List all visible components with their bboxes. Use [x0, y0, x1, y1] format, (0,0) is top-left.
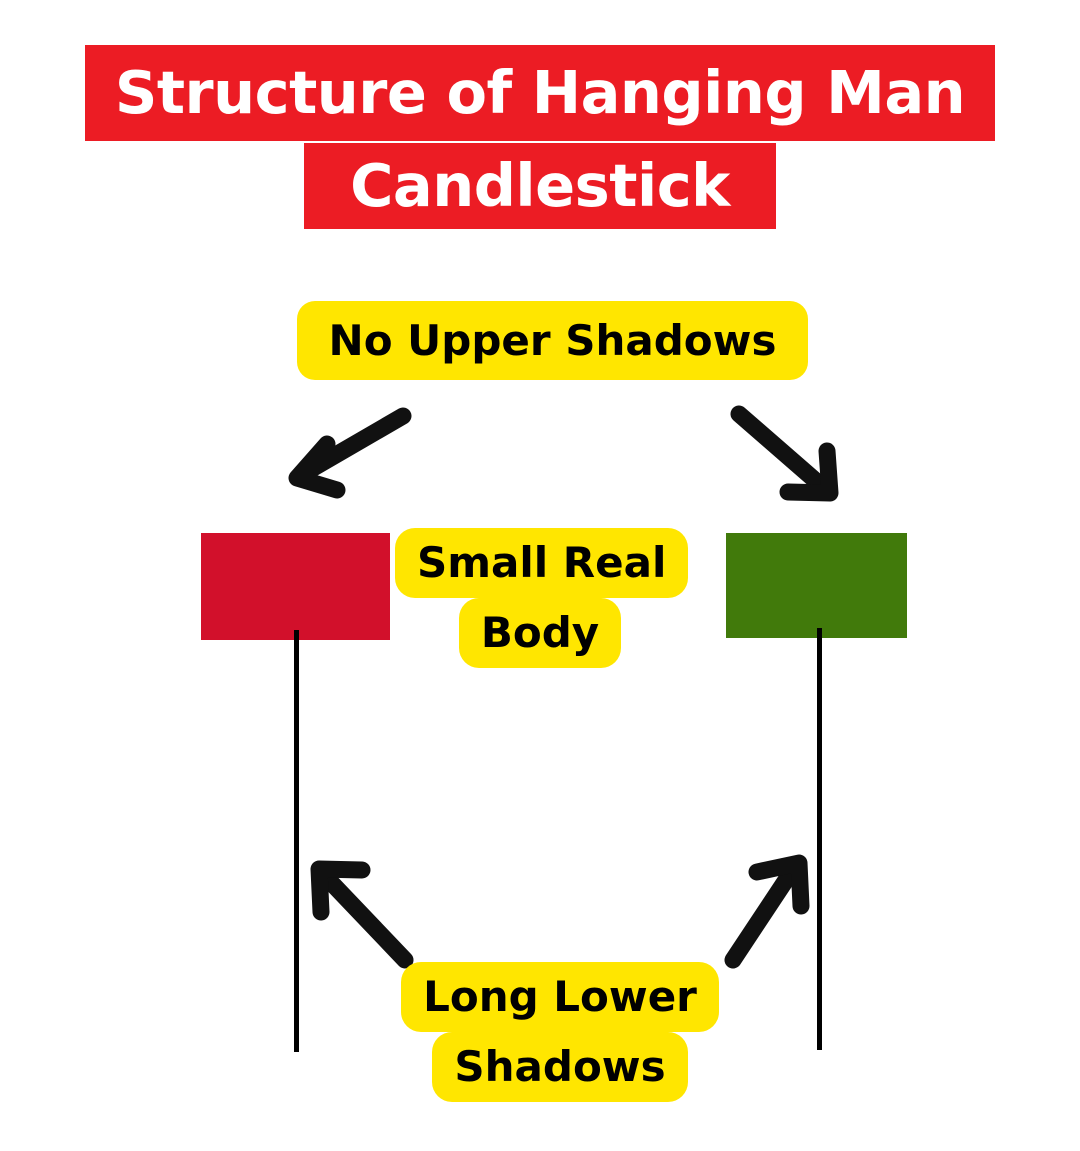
page-title: Structure of Hanging Man Candlestick — [0, 45, 1080, 229]
bearish-candle-body — [201, 533, 390, 640]
arrow-up-right-icon — [724, 854, 810, 969]
arrow-down-left-icon — [288, 407, 412, 499]
callout-long-lower-shadows-line-1: Long Lower — [401, 962, 719, 1032]
arrow-up-left-icon — [310, 860, 414, 969]
title-line-1: Structure of Hanging Man — [84, 45, 996, 141]
callout-small-real-body-line-2: Body — [458, 598, 622, 668]
callout-long-lower-shadows-line-2: Shadows — [432, 1032, 688, 1102]
callout-long-lower-shadows: Long Lower Shadows — [390, 962, 730, 1102]
arrow-down-right-icon — [730, 405, 839, 502]
callout-no-upper-shadows: No Upper Shadows — [297, 301, 808, 380]
bullish-candle-body — [726, 533, 907, 638]
callout-small-real-body: Small Real Body — [395, 528, 689, 668]
callout-small-real-body-line-1: Small Real — [395, 528, 689, 598]
title-line-2: Candlestick — [304, 143, 776, 229]
bearish-candle-lower-shadow — [294, 630, 299, 1052]
bullish-candle-lower-shadow — [817, 628, 822, 1050]
